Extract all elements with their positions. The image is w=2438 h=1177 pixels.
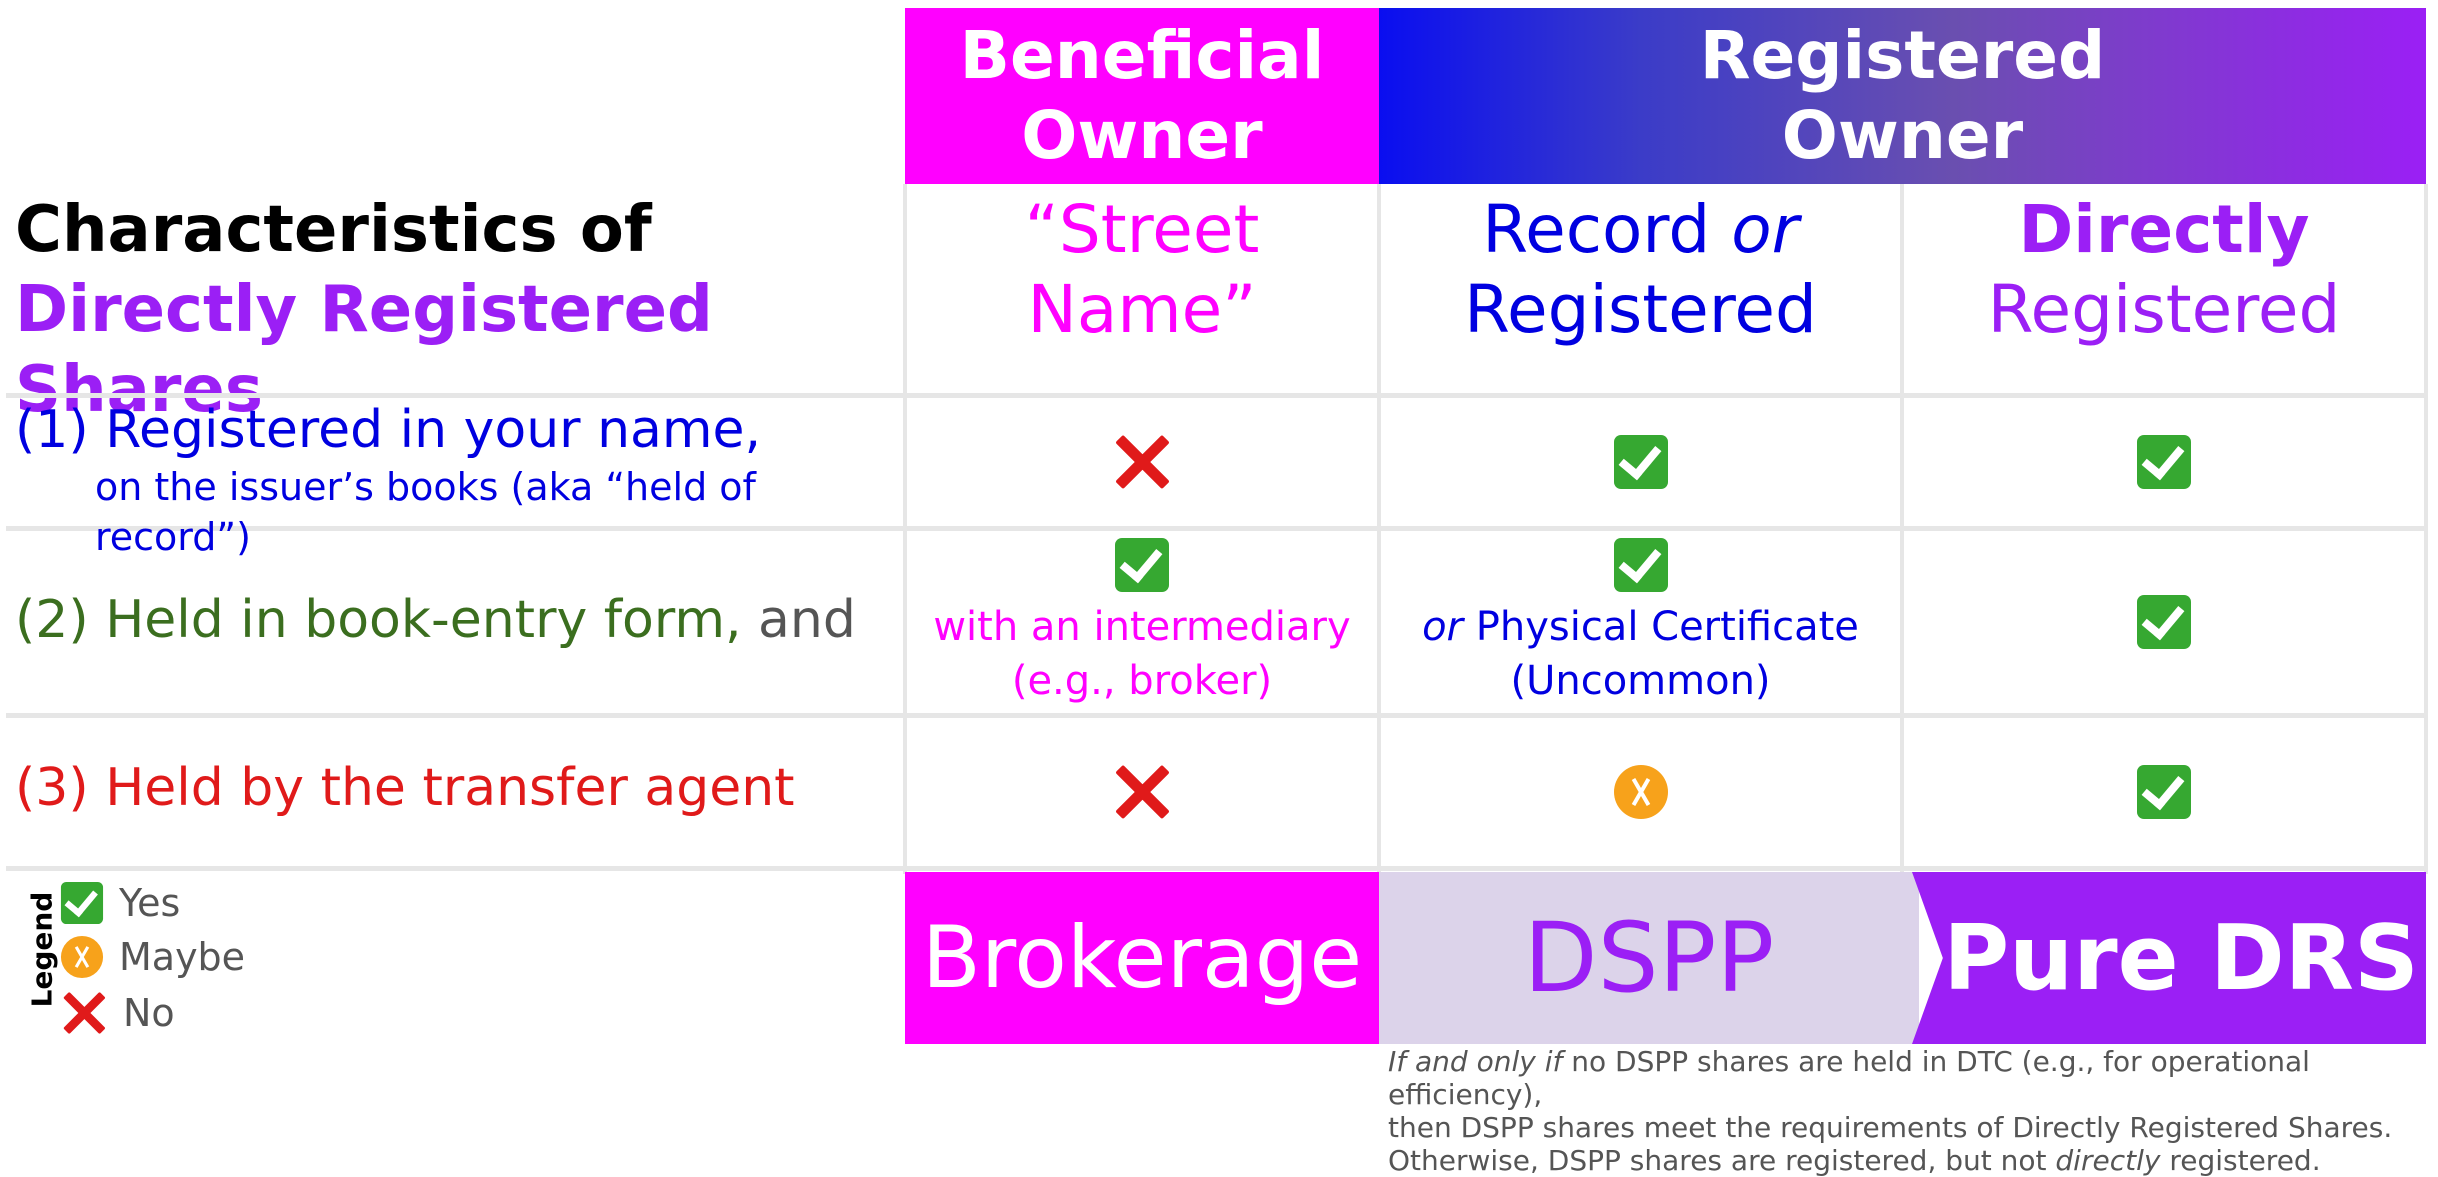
row-1-label: (1) Registered in your name, on the issu… bbox=[15, 398, 900, 562]
legend-no: No bbox=[55, 984, 245, 1042]
registered-header-line2: Owner bbox=[1781, 97, 2024, 174]
record-subheader: Record or Registered bbox=[1379, 184, 1902, 350]
check-icon bbox=[2137, 435, 2191, 489]
row-3-label: (3) Held by the transfer agent bbox=[15, 756, 900, 820]
record-or: or bbox=[1731, 191, 1799, 268]
legend-yes: Yes bbox=[55, 876, 245, 930]
check-icon bbox=[1115, 538, 1169, 592]
footnote-text-2: then DSPP shares meet the requirements o… bbox=[1388, 1111, 2393, 1144]
grid-line-h2 bbox=[6, 526, 2428, 531]
record-label: Record bbox=[1482, 191, 1732, 268]
street-name-subheader: “Street Name” bbox=[905, 184, 1379, 350]
grid-line-h1 bbox=[6, 393, 2428, 398]
row-1-number: (1) bbox=[15, 400, 89, 460]
beneficial-header-line1: Beneficial bbox=[959, 17, 1325, 94]
row-1-direct-cell bbox=[1902, 398, 2426, 526]
row-2-number: (2) bbox=[15, 590, 89, 650]
row-1-record-cell bbox=[1379, 398, 1902, 526]
brokerage-label: Brokerage bbox=[921, 908, 1363, 1008]
row-1-beneficial-cell bbox=[905, 398, 1379, 526]
pure-drs-box: Pure DRS bbox=[1912, 872, 2426, 1044]
legend-title: Legend bbox=[25, 891, 59, 1008]
footnote-text-4: registered. bbox=[2160, 1144, 2321, 1177]
legend-maybe: Maybe bbox=[55, 930, 245, 984]
row-2-text: Held in book-entry form, bbox=[88, 590, 742, 650]
row-3-number: (3) bbox=[15, 758, 89, 818]
beneficial-header-line2: Owner bbox=[1021, 97, 1263, 174]
brokerage-box: Brokerage bbox=[905, 872, 1379, 1044]
grid-line-h3 bbox=[6, 713, 2428, 718]
footnote-text-3: Otherwise, DSPP shares are registered, b… bbox=[1388, 1144, 2056, 1177]
footnote: If and only if no DSPP shares are held i… bbox=[1388, 1045, 2428, 1177]
row-3-beneficial-cell bbox=[905, 718, 1379, 866]
cross-icon bbox=[1113, 433, 1171, 491]
page-title: Characteristics of Directly Registered S… bbox=[15, 190, 900, 430]
legend: Legend Yes Maybe No bbox=[15, 876, 415, 1046]
legend-no-label: No bbox=[123, 991, 175, 1035]
uncommon-note: (Uncommon) bbox=[1510, 658, 1771, 704]
check-icon bbox=[2137, 595, 2191, 649]
registered-header-line1: Registered bbox=[1699, 17, 2106, 94]
directly-registered-label: Registered bbox=[1987, 271, 2341, 348]
cross-icon bbox=[61, 990, 106, 1035]
physical-or: or bbox=[1422, 604, 1463, 650]
dspp-label: DSPP bbox=[1523, 902, 1775, 1014]
beneficial-owner-header: Beneficial Owner bbox=[905, 8, 1379, 184]
broker-note: (e.g., broker) bbox=[1011, 658, 1273, 704]
pure-drs-label: Pure DRS bbox=[1943, 905, 2419, 1011]
physical-certificate-note: Physical Certificate bbox=[1463, 604, 1859, 650]
check-icon bbox=[1613, 538, 1668, 592]
registered-owner-header: Registered Owner bbox=[1379, 8, 2426, 184]
row-1-subtext: on the issuer’s books (aka “held of reco… bbox=[95, 465, 756, 559]
street-name-label: “Street Name” bbox=[1024, 191, 1260, 348]
row-3-direct-cell bbox=[1902, 718, 2426, 866]
row-2-tail: and bbox=[741, 590, 856, 650]
cross-icon bbox=[1113, 763, 1171, 821]
footnote-text-1: no DSPP shares are held in DTC (e.g., fo… bbox=[1388, 1045, 2310, 1111]
row-2-label: (2) Held in book-entry form, and bbox=[15, 588, 900, 652]
row-3-record-cell bbox=[1379, 718, 1902, 866]
grid-line-h4 bbox=[6, 866, 2428, 871]
footnote-directly: directly bbox=[2055, 1144, 2161, 1177]
registered-label: Registered bbox=[1464, 271, 1817, 348]
row-2-beneficial-cell: with an intermediary (e.g., broker) bbox=[905, 533, 1379, 713]
title-line2: Directly Registered Shares bbox=[15, 273, 713, 427]
intermediary-note: with an intermediary bbox=[933, 604, 1351, 650]
directly-registered-subheader: Directly Registered bbox=[1902, 184, 2426, 350]
check-icon bbox=[60, 881, 104, 925]
dspp-box: DSPP bbox=[1379, 872, 1919, 1044]
legend-yes-label: Yes bbox=[119, 881, 181, 925]
legend-maybe-label: Maybe bbox=[119, 935, 246, 979]
row-2-record-cell: or Physical Certificate (Uncommon) bbox=[1379, 533, 1902, 713]
directly-label: Directly bbox=[2018, 191, 2310, 268]
row-2-direct-cell bbox=[1902, 531, 2426, 713]
row-3-text: Held by the transfer agent bbox=[88, 758, 795, 818]
row-1-text: Registered in your name, bbox=[88, 400, 762, 460]
title-line1: Characteristics of bbox=[15, 193, 652, 267]
maybe-icon bbox=[60, 935, 104, 979]
footnote-if-only-if: If and only if bbox=[1388, 1045, 1563, 1078]
check-icon bbox=[1613, 435, 1668, 489]
check-icon bbox=[2137, 765, 2191, 819]
maybe-icon bbox=[1613, 765, 1668, 819]
